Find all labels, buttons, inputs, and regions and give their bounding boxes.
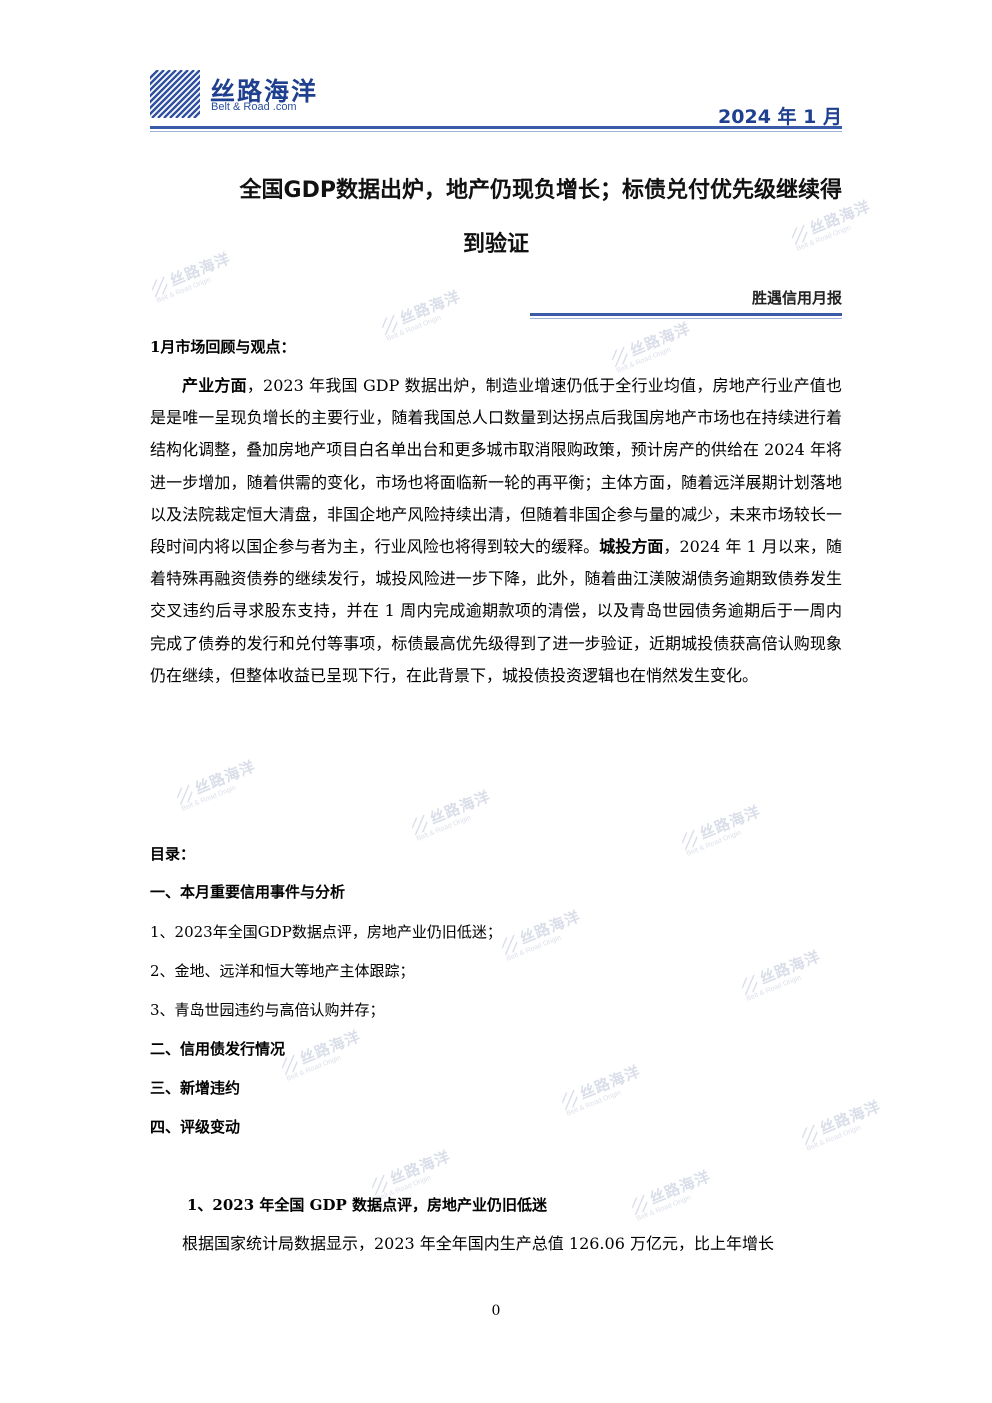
watermark-subtext: Belt & Road Origin	[635, 1194, 693, 1223]
watermark-logo-icon	[739, 971, 760, 998]
watermark-logo-icon	[149, 273, 170, 300]
watermark-subtext: Belt & Road Origin	[180, 784, 238, 813]
watermark-text: 丝路海洋	[647, 1167, 714, 1208]
watermark-logo-icon	[379, 311, 400, 338]
watermark-logo-icon	[559, 1086, 580, 1113]
watermark-subtext: Belt & Road Origin	[685, 829, 743, 858]
toc-label: 目录：	[150, 845, 196, 863]
watermark-subtext: Belt & Road Origin	[805, 1124, 863, 1153]
header-divider	[150, 126, 842, 129]
watermark-logo-icon	[369, 1171, 390, 1198]
watermark-logo-icon	[409, 811, 430, 838]
report-title-line-2: 到验证	[462, 232, 529, 257]
market-review-heading: 1月市场回顾与观点：	[150, 338, 296, 356]
logo-english-name: Belt & Road .com	[211, 101, 297, 113]
review-segment-chengtou-text: ，2024 年 1 月以来，随着特殊再融资债券的继续发行，城投风险进一步下降，此…	[150, 537, 842, 685]
watermark-text: 丝路海洋	[192, 757, 259, 798]
watermark-text: 丝路海洋	[397, 287, 464, 328]
section-1-heading: 1、2023 年全国 GDP 数据点评，房地产业仍旧低迷	[187, 1196, 547, 1214]
report-subtitle: 胜遇信用月报	[751, 289, 842, 307]
watermark-logo-icon	[679, 826, 700, 853]
toc-item: 2、金地、远洋和恒大等地产主体跟踪；	[150, 962, 415, 980]
watermark-text: 丝路海洋	[817, 1097, 884, 1138]
toc-item: 1、2023年全国GDP数据点评，房地产业仍旧低迷；	[150, 923, 502, 941]
watermark-text: 丝路海洋	[387, 1147, 454, 1188]
watermark-logo-icon	[609, 343, 630, 370]
market-review-paragraph: 产业方面，2023 年我国 GDP 数据出炉，制造业增速仍低于全行业均值，房地产…	[150, 370, 842, 692]
review-segment-industry-text: ，2023 年我国 GDP 数据出炉，制造业增速仍低于全行业均值，房地产行业产值…	[150, 376, 842, 557]
toc-item: 二、信用债发行情况	[150, 1040, 286, 1058]
report-date: 2024 年 1 月	[718, 106, 842, 128]
brand-logo: 丝路海洋 Belt & Road .com	[150, 70, 360, 122]
toc-item: 3、青岛世园违约与高倍认购并存；	[150, 1001, 385, 1019]
header-divider-thin	[150, 131, 842, 132]
watermark-text: 丝路海洋	[757, 947, 824, 988]
watermark-subtext: Belt & Road Origin	[565, 1089, 623, 1118]
watermark-logo-icon	[629, 1191, 650, 1218]
review-segment-industry-label: 产业方面	[182, 376, 247, 395]
watermark-subtext: Belt & Road Origin	[385, 314, 443, 343]
watermark-logo-icon	[174, 781, 195, 808]
watermark-logo-icon	[799, 1121, 820, 1148]
watermark-text: 丝路海洋	[297, 1027, 364, 1068]
subtitle-divider	[530, 313, 842, 316]
toc-item: 三、新增违约	[150, 1079, 241, 1097]
watermark-subtext: Belt & Road Origin	[155, 276, 213, 305]
logo-chinese-name: 丝路海洋	[210, 77, 319, 106]
page-number: 0	[491, 1303, 501, 1319]
watermark-text: 丝路海洋	[697, 802, 764, 843]
watermark-text: 丝路海洋	[577, 1062, 644, 1103]
review-segment-chengtou-label: 城投方面	[599, 537, 664, 557]
watermark-subtext: Belt & Road Origin	[745, 974, 803, 1003]
watermark-subtext: Belt & Road Origin	[285, 1054, 343, 1083]
watermark-text: 丝路海洋	[517, 907, 584, 948]
watermark-logo-icon	[499, 931, 520, 958]
watermark-text: 丝路海洋	[427, 787, 494, 828]
watermark-subtext: Belt & Road Origin	[415, 814, 473, 843]
toc-item: 一、本月重要信用事件与分析	[150, 883, 346, 901]
toc-item: 四、评级变动	[150, 1118, 241, 1136]
section-1-paragraph: 根据国家统计局数据显示，2023 年全年国内生产总值 126.06 万亿元，比上…	[182, 1234, 774, 1253]
watermark-subtext: Belt & Road Origin	[505, 934, 563, 963]
subtitle-divider-thin	[530, 318, 842, 319]
watermark-text: 丝路海洋	[627, 319, 694, 360]
logo-mark-icon	[150, 70, 200, 118]
report-title-line-1: 全国GDP数据出炉，地产仍现负增长；标债兑付优先级继续得	[239, 178, 842, 203]
